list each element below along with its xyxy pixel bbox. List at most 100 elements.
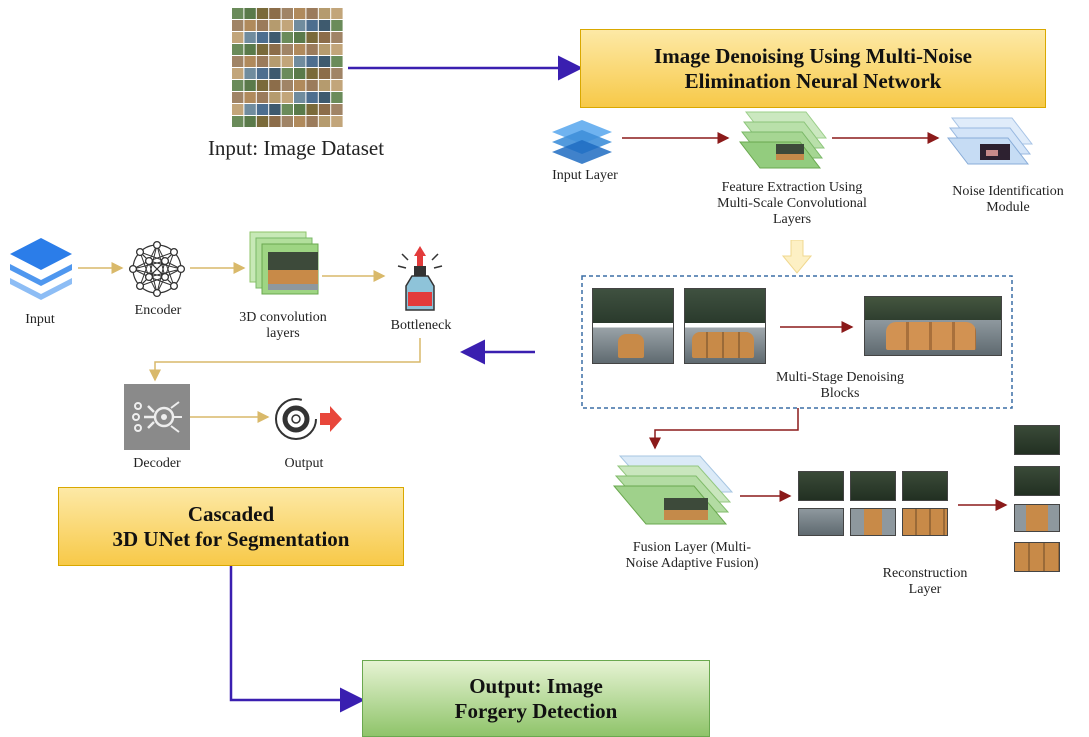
dataset-thumb xyxy=(232,68,244,79)
dataset-thumb xyxy=(256,80,269,91)
nn-node xyxy=(128,264,138,274)
dataset-thumb xyxy=(294,56,306,67)
denoise-title-box: Image Denoising Using Multi-Noise Elimin… xyxy=(580,29,1046,108)
dataset-thumb xyxy=(294,116,306,127)
encoder-label: Encoder xyxy=(134,303,182,318)
nn-node xyxy=(144,256,154,266)
fusion-label: Fusion Layer (Multi- Noise Adaptive Fusi… xyxy=(625,540,759,572)
dataset-thumb xyxy=(318,44,331,55)
dataset-thumb xyxy=(281,68,293,79)
dataset-thumb xyxy=(331,92,343,103)
final-image-1 xyxy=(1014,425,1060,455)
dataset-thumb xyxy=(294,92,306,103)
dataset-thumb xyxy=(306,44,318,55)
dataset-thumb xyxy=(256,32,269,43)
nn-node xyxy=(169,247,179,257)
dataset-thumb xyxy=(269,68,281,79)
decoder-chip-icon xyxy=(124,384,190,450)
dataset-thumb xyxy=(244,92,256,103)
input-dataset-label: Input: Image Dataset xyxy=(207,136,385,160)
input-layer-label: Input Layer xyxy=(552,168,618,183)
recon-image-3 xyxy=(902,471,948,501)
dataset-thumb xyxy=(281,104,293,115)
dataset-thumb xyxy=(232,8,244,19)
gear-output-icon xyxy=(272,394,344,444)
dataset-thumb xyxy=(232,80,244,91)
dataset-thumb xyxy=(318,32,331,43)
dataset-thumb xyxy=(331,56,343,67)
dataset-thumb xyxy=(281,56,293,67)
dataset-thumb xyxy=(232,44,244,55)
dataset-thumb xyxy=(281,32,293,43)
unet-title-box: Cascaded 3D UNet for Segmentation xyxy=(58,487,404,566)
dataset-thumb xyxy=(281,20,293,31)
multistage-cats-3 xyxy=(886,322,976,350)
dataset-thumb xyxy=(256,56,269,67)
dataset-thumb xyxy=(244,56,256,67)
dataset-thumb xyxy=(331,8,343,19)
reconstruction-label: Reconstruction Layer xyxy=(882,566,968,598)
dataset-thumb xyxy=(256,104,269,115)
feature-extraction-icon xyxy=(734,108,834,176)
dataset-thumb xyxy=(269,20,281,31)
output-title-box: Output: Image Forgery Detection xyxy=(362,660,710,737)
dataset-thumb xyxy=(244,68,256,79)
dataset-thumb xyxy=(281,8,293,19)
dataset-thumb xyxy=(256,116,269,127)
dataset-thumb xyxy=(232,32,244,43)
bottle-icon xyxy=(388,244,452,312)
final-image-2 xyxy=(1014,466,1060,496)
noise-id-label: Noise Identification Module xyxy=(952,184,1064,216)
dataset-thumb xyxy=(294,44,306,55)
dataset-thumb xyxy=(318,20,331,31)
dataset-thumb xyxy=(232,104,244,115)
nn-node xyxy=(135,281,145,291)
dataset-thumb xyxy=(331,32,343,43)
conv-label: 3D convolution layers xyxy=(239,310,327,342)
nn-node xyxy=(160,256,170,266)
recon-image-6 xyxy=(902,508,948,536)
dataset-thumb xyxy=(318,68,331,79)
dataset-thumb xyxy=(244,20,256,31)
dataset-thumb xyxy=(281,116,293,127)
unet-input-label: Input xyxy=(25,312,55,327)
dataset-thumb xyxy=(281,44,293,55)
dataset-thumb xyxy=(331,68,343,79)
final-image-3 xyxy=(1014,504,1060,532)
dataset-thumb xyxy=(331,104,343,115)
unet-input-icon xyxy=(8,236,74,302)
dataset-thumb xyxy=(232,56,244,67)
bottleneck-label: Bottleneck xyxy=(390,318,452,333)
dataset-thumb xyxy=(244,80,256,91)
dataset-thumb xyxy=(306,32,318,43)
recon-image-5 xyxy=(850,508,896,536)
dataset-thumb xyxy=(306,56,318,67)
dataset-thumb xyxy=(306,80,318,91)
dataset-thumb xyxy=(244,32,256,43)
dataset-thumb xyxy=(331,44,343,55)
nn-node xyxy=(176,264,186,274)
dataset-thumb xyxy=(318,92,331,103)
dataset-thumb xyxy=(318,80,331,91)
dataset-thumb xyxy=(244,116,256,127)
dataset-thumb xyxy=(232,92,244,103)
dataset-thumb xyxy=(318,116,331,127)
dataset-thumb xyxy=(256,8,269,19)
dataset-thumb xyxy=(269,44,281,55)
nn-node xyxy=(169,281,179,291)
nn-node xyxy=(144,272,154,282)
dataset-thumb xyxy=(256,44,269,55)
dataset-thumb xyxy=(294,32,306,43)
multistage-container xyxy=(581,275,1013,409)
recon-image-1 xyxy=(798,471,844,501)
dataset-thumb xyxy=(306,8,318,19)
dataset-thumb xyxy=(331,116,343,127)
dataset-thumb xyxy=(306,20,318,31)
dataset-thumb xyxy=(294,68,306,79)
dataset-thumb xyxy=(244,44,256,55)
nn-node xyxy=(160,272,170,282)
output-label: Output xyxy=(284,456,324,471)
dataset-thumb xyxy=(294,104,306,115)
multistage-cat-1 xyxy=(618,334,644,358)
